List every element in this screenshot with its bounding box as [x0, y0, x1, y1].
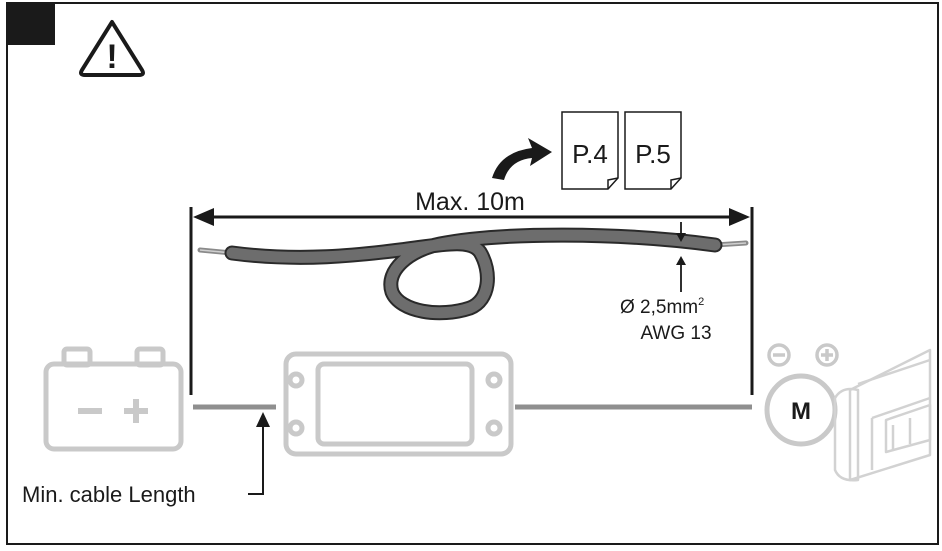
cable-illustration — [197, 227, 749, 321]
page-ref-p4: P.4 — [561, 111, 619, 190]
warning-icon: ! — [79, 20, 145, 77]
max-length-dimension — [189, 207, 754, 395]
motor-label: M — [791, 398, 811, 425]
info-glyph: i — [27, 7, 36, 43]
cable-gauge-label: AWG 13 — [640, 323, 711, 344]
motor-icon: M — [764, 343, 839, 447]
motor-plus-icon — [815, 343, 839, 367]
page-ref-p4-label: P.4 — [572, 139, 608, 169]
page-ref-p5-label: P.5 — [635, 139, 671, 169]
diameter-indicator — [676, 222, 686, 292]
diagram-border — [6, 2, 939, 545]
control-module-icon — [283, 351, 514, 457]
motor-minus-icon — [767, 343, 791, 367]
battery-icon — [43, 346, 184, 452]
min-length-label: Min. cable Length — [22, 482, 196, 507]
page-ref-p5: P.5 — [624, 111, 682, 190]
cable-diameter-label: Ø 2,5mm2 — [620, 296, 704, 318]
info-icon: i — [7, 3, 55, 45]
min-length-pointer — [248, 412, 270, 495]
max-length-label: Max. 10m — [415, 188, 525, 216]
actuator-icon — [833, 348, 932, 482]
warning-glyph: ! — [106, 38, 117, 76]
curved-arrow-icon — [492, 138, 552, 180]
